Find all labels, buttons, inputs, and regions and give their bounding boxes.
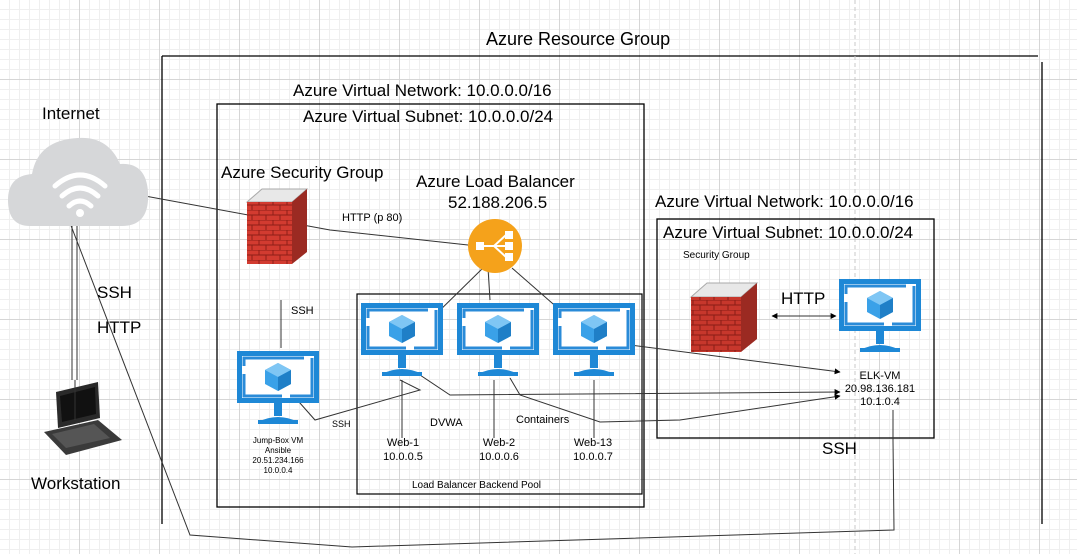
web-2-ip: 10.0.0.6 bbox=[479, 451, 519, 463]
vnet1-boundary bbox=[216, 103, 645, 508]
web-2-name: Web-2 bbox=[482, 437, 516, 449]
dvwa-label: DVWA bbox=[430, 417, 463, 429]
elk-ssh-label: SSH bbox=[822, 439, 857, 458]
elk-vm-private-ip: 10.1.0.4 bbox=[860, 396, 900, 409]
ssh-small-label: SSH bbox=[332, 419, 351, 429]
web-13-ip: 10.0.0.7 bbox=[573, 451, 613, 463]
jump-box-name: Jump-Box VM bbox=[252, 436, 304, 445]
web-1-label: Web-1 10.0.0.5 bbox=[372, 438, 434, 463]
jump-box-private-ip: 10.0.0.4 bbox=[263, 466, 293, 475]
elk-security-group-label: Security Group bbox=[683, 250, 750, 261]
elk-vm-public-ip: 20.98.136.181 bbox=[844, 383, 916, 396]
load-balancer-ip: 52.188.206.5 bbox=[448, 193, 548, 212]
internet-label: Internet bbox=[42, 104, 100, 123]
firewall-icon bbox=[689, 282, 759, 352]
elk-vm-name: ELK-VM bbox=[859, 370, 901, 382]
ssh-connection-label: SSH bbox=[97, 283, 132, 302]
cloud-wifi-icon bbox=[8, 137, 149, 226]
web-1-name: Web-1 bbox=[386, 437, 420, 449]
workstation-icon bbox=[44, 380, 122, 455]
http-rule-label: HTTP (p 80) bbox=[342, 212, 403, 224]
jump-box-public-ip: 20.51.234.166 bbox=[252, 456, 304, 465]
load-balancer-label: Azure Load Balancer bbox=[416, 172, 575, 191]
http-connection-label: HTTP bbox=[97, 318, 142, 337]
jump-box-vm-icon[interactable] bbox=[236, 350, 320, 426]
elk-vm-icon[interactable] bbox=[838, 278, 922, 354]
ssh-jumpbox-label: SSH bbox=[291, 305, 314, 317]
vnet1-subnet-label: Azure Virtual Subnet: 10.0.0.0/24 bbox=[303, 107, 554, 126]
firewall-icon bbox=[245, 188, 309, 264]
web-13-name: Web-13 bbox=[573, 437, 613, 449]
containers-label: Containers bbox=[516, 414, 570, 426]
vnet2-network-label: Azure Virtual Network: 10.0.0.0/16 bbox=[655, 192, 914, 211]
web-1-vm-icon[interactable] bbox=[360, 302, 444, 378]
jump-box-details: Jump-Box VM Ansible 20.51.234.166 10.0.0… bbox=[241, 436, 315, 476]
elk-vm-details: ELK-VM 20.98.136.181 10.1.0.4 bbox=[838, 370, 922, 410]
workstation-label: Workstation bbox=[31, 474, 121, 493]
security-group-label: Azure Security Group bbox=[221, 163, 384, 182]
web-2-vm-icon[interactable] bbox=[456, 302, 540, 378]
web-1-ip: 10.0.0.5 bbox=[383, 451, 423, 463]
resource-group-title: Azure Resource Group bbox=[486, 29, 671, 49]
resource-group-boundary bbox=[161, 55, 1043, 524]
elk-http-label: HTTP bbox=[781, 289, 826, 308]
vnet2-subnet-label: Azure Virtual Subnet: 10.0.0.0/24 bbox=[663, 223, 914, 242]
backend-pool-label: Load Balancer Backend Pool bbox=[412, 480, 541, 491]
jump-box-role: Ansible bbox=[264, 446, 292, 455]
web-13-label: Web-13 10.0.0.7 bbox=[562, 438, 624, 463]
web-13-vm-icon[interactable] bbox=[552, 302, 636, 378]
vnet1-network-label: Azure Virtual Network: 10.0.0.0/16 bbox=[293, 81, 552, 100]
vnet2-boundary bbox=[656, 218, 935, 439]
web-2-label: Web-2 10.0.0.6 bbox=[468, 438, 530, 463]
load-balancer-icon bbox=[468, 219, 522, 273]
